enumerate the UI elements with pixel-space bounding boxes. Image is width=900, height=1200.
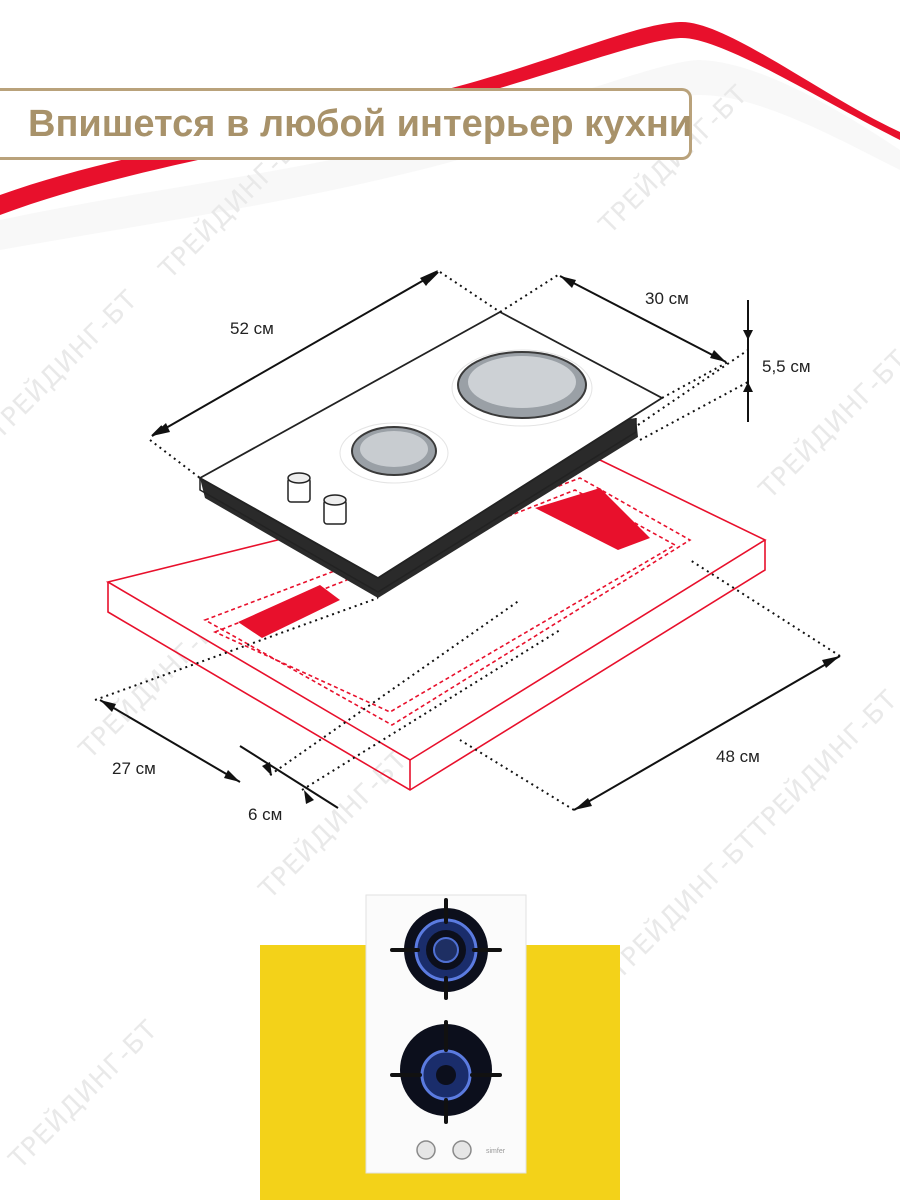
gas-burner-top [390, 898, 502, 1000]
arrowheads [100, 270, 840, 810]
label-cutout-width: 48 см [716, 747, 760, 766]
label-cutout-depth: 27 см [112, 759, 156, 778]
cutout-red-left [238, 585, 340, 638]
label-height-hob: 5,5 см [762, 357, 811, 376]
watermark: ТРЕЙДИНГ-БТ [2, 1013, 164, 1175]
label-width-hob: 52 см [230, 319, 274, 338]
label-cutout-offset: 6 см [248, 805, 282, 824]
hob [198, 310, 664, 598]
cutout-red-right [535, 488, 650, 550]
watermark: ТРЕЙДИНГ-БТ [602, 823, 764, 985]
watermark: ТРЕЙДИНГ-БТ [742, 683, 900, 845]
dimension-lines [94, 271, 841, 811]
burner-small-halo [339, 422, 449, 484]
knob-2 [323, 494, 347, 525]
page-title: Впишется в любой интерьер кухни [28, 102, 693, 145]
product-knobs [416, 1140, 472, 1160]
title-banner: Впишется в любой интерьер кухни [0, 88, 692, 160]
burner-large-halo [451, 349, 593, 427]
knob-1 [287, 472, 311, 503]
watermark: ТРЕЙДИНГ-БТ [0, 283, 144, 445]
label-depth-hob: 30 см [645, 289, 689, 308]
gas-burner-bottom [390, 1020, 502, 1124]
product-photo: simfer [260, 894, 620, 1200]
brand-logo: simfer [486, 1148, 506, 1155]
